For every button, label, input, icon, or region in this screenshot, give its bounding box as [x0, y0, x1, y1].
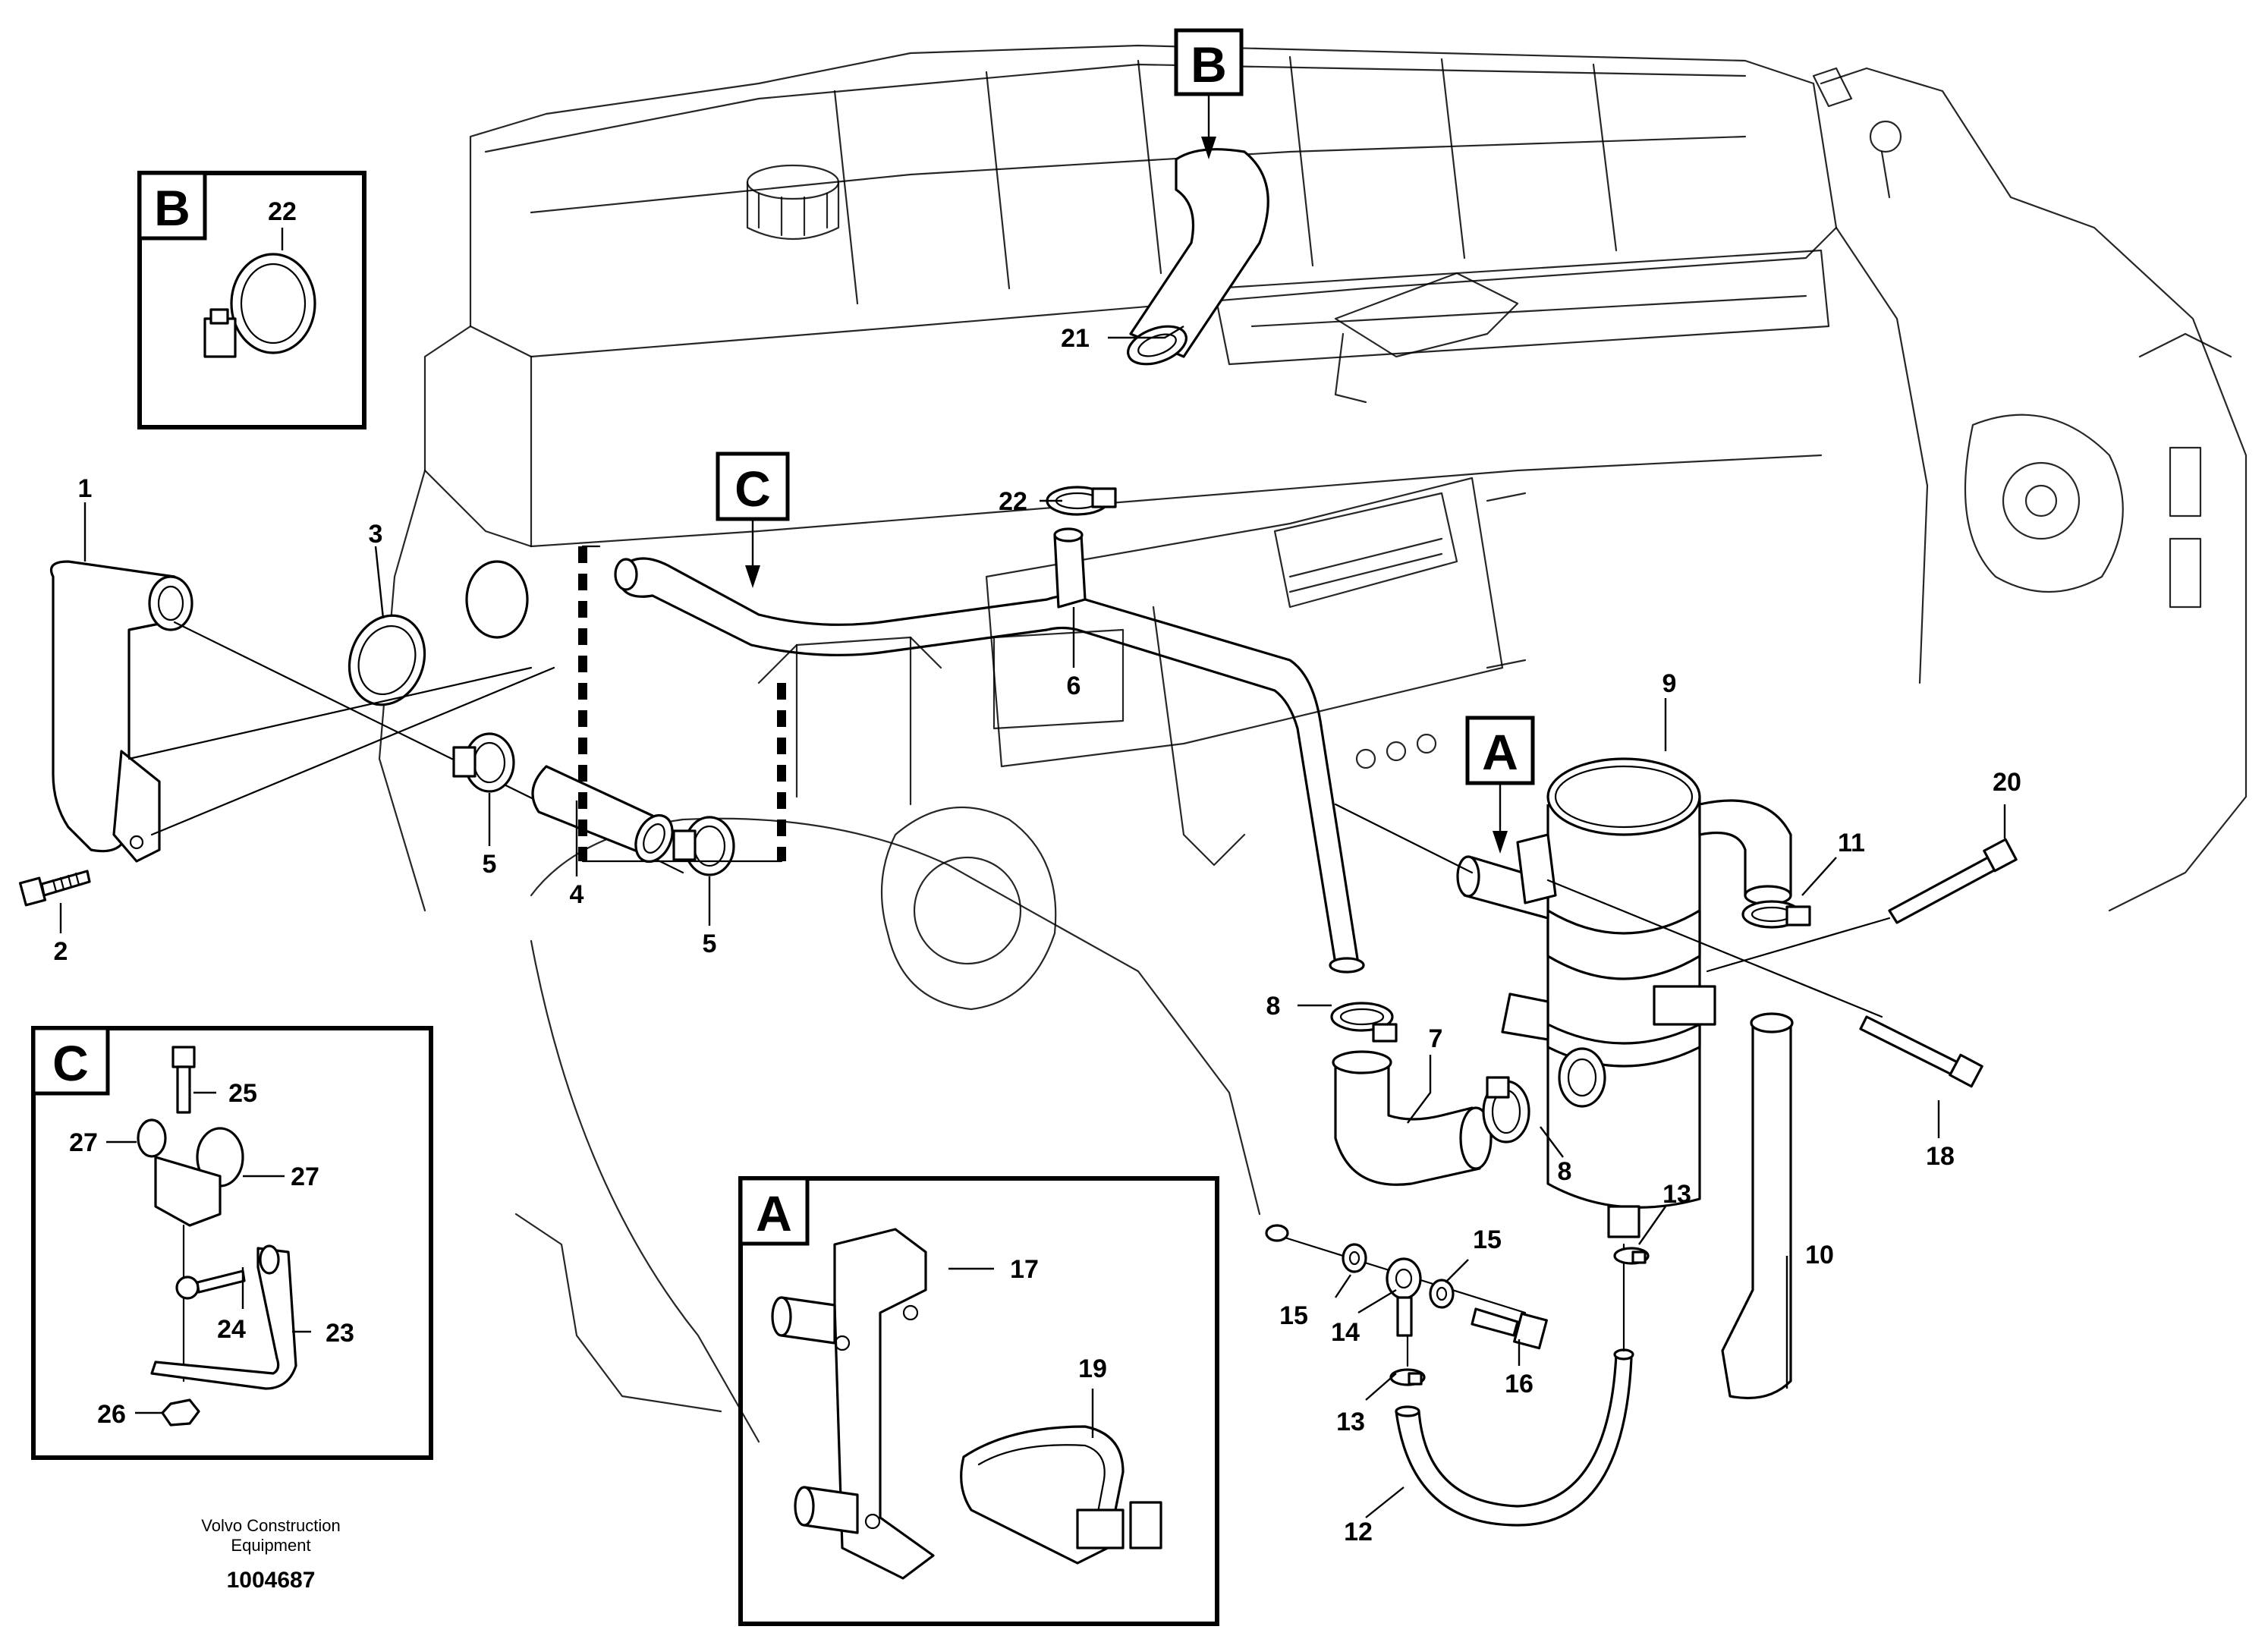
hose-clamp	[452, 732, 515, 793]
hose-clamp	[1046, 486, 1117, 516]
callout-17: 17	[1010, 1255, 1039, 1284]
callout-3: 3	[369, 520, 383, 549]
bolt	[175, 1269, 246, 1300]
hose-clamp	[1482, 1076, 1530, 1144]
callout-12: 12	[1344, 1518, 1373, 1546]
callout-8: 8	[1558, 1157, 1572, 1186]
callout-5: 5	[483, 850, 497, 879]
callout-27: 27	[291, 1162, 319, 1191]
document-number: 1004687	[227, 1568, 316, 1593]
strap-clamp-lug	[1129, 1501, 1162, 1549]
callout-24: 24	[217, 1315, 246, 1344]
callout-26: 26	[97, 1400, 126, 1429]
mounting-bracket	[833, 1228, 935, 1580]
hose-sleeve	[531, 765, 674, 864]
drain-hose	[1721, 1012, 1794, 1399]
long-bolt	[1859, 1015, 1983, 1088]
callout-4: 4	[570, 880, 584, 909]
assembly-axis-line	[1706, 917, 1891, 973]
callout-21: 21	[1061, 324, 1090, 353]
callout-22: 22	[268, 197, 297, 226]
elbow-pipe	[49, 560, 193, 863]
detail-tag-b: B	[154, 180, 190, 236]
engine-port	[465, 560, 529, 639]
o-ring	[348, 614, 426, 706]
view-tag-b-label: B	[1191, 36, 1227, 93]
hose-clamp	[1330, 1002, 1398, 1043]
washer	[1429, 1279, 1455, 1309]
callout-13: 13	[1336, 1408, 1365, 1436]
bracket-pin-end	[771, 1296, 792, 1337]
callout-11: 11	[1838, 829, 1865, 857]
rubber-grommet	[137, 1118, 167, 1158]
callout-7: 7	[1429, 1024, 1443, 1053]
callout-15: 15	[1473, 1225, 1502, 1254]
detail-box-c: C	[31, 1026, 433, 1460]
detail-box-b: B	[137, 171, 366, 429]
breather-pipe	[578, 527, 1365, 974]
hose-clamp	[1741, 900, 1811, 929]
clip-bracket	[154, 1156, 222, 1227]
long-bolt	[1888, 838, 2018, 924]
callout-23: 23	[326, 1319, 354, 1348]
callout-18: 18	[1926, 1142, 1955, 1171]
bracket-pin-end	[794, 1486, 815, 1527]
callout-16: 16	[1505, 1370, 1533, 1398]
assembly-axis-line	[127, 666, 533, 760]
breather-pipe-assembly	[18, 148, 2018, 1527]
callout-9: 9	[1662, 669, 1677, 698]
hose-clamp	[203, 253, 316, 358]
callout-6: 6	[1067, 672, 1081, 700]
view-tag-c: C	[716, 451, 790, 588]
view-tag-a-label: A	[1482, 724, 1518, 780]
washer	[259, 1244, 280, 1275]
callout-14: 14	[1331, 1318, 1360, 1347]
callout-27: 27	[69, 1128, 98, 1157]
small-clamp	[1613, 1247, 1650, 1265]
callout-25: 25	[228, 1079, 257, 1108]
detail-tag-a: A	[756, 1185, 792, 1241]
small-hose	[1395, 1348, 1634, 1527]
callout-10: 10	[1805, 1241, 1834, 1269]
manufacturer-credit-line2: Equipment	[231, 1536, 310, 1555]
detail-tag-c: C	[52, 1035, 89, 1091]
washer	[1342, 1243, 1367, 1273]
strap-clamp-lug	[1076, 1508, 1125, 1549]
banjo-fitting	[1386, 1257, 1422, 1337]
callout-5: 5	[703, 930, 717, 958]
callout-13: 13	[1662, 1180, 1691, 1209]
elbow-hose	[1332, 1050, 1493, 1186]
footer: Volvo Construction Equipment 1004687	[201, 1516, 340, 1593]
support-bracket	[150, 1247, 297, 1390]
small-clamp	[1389, 1368, 1426, 1386]
callout-22: 22	[999, 487, 1027, 516]
callout-20: 20	[1993, 768, 2021, 797]
callout-1: 1	[78, 474, 93, 503]
callout-15: 15	[1279, 1301, 1308, 1330]
view-tag-c-label: C	[735, 461, 771, 517]
oil-separator	[1456, 757, 1792, 1238]
assembly-axis-line	[150, 666, 555, 836]
bolt	[18, 870, 91, 907]
callout-2: 2	[54, 937, 68, 966]
callout-8: 8	[1266, 992, 1281, 1021]
nut	[161, 1398, 200, 1427]
assembly-axis-line	[1334, 803, 1474, 874]
bolt	[171, 1046, 196, 1114]
detail-box-a: A	[738, 1176, 1219, 1626]
manufacturer-credit-line1: Volvo Construction	[201, 1516, 340, 1535]
assembly-axis-line	[1546, 879, 1883, 1018]
callout-numbers: 1 2 3 4 5 5 6 7 8 8 9 10 11 12 13 13 14 …	[54, 197, 2021, 1546]
engine-block-outline	[378, 44, 2248, 1443]
banjo-bolt	[1471, 1307, 1548, 1350]
plug	[1265, 1224, 1289, 1242]
callout-leaders	[59, 325, 2006, 1518]
view-tag-a: A	[1465, 716, 1535, 854]
hose-clamp	[672, 816, 735, 876]
view-tag-b: B	[1174, 28, 1244, 159]
callout-19: 19	[1078, 1354, 1107, 1383]
